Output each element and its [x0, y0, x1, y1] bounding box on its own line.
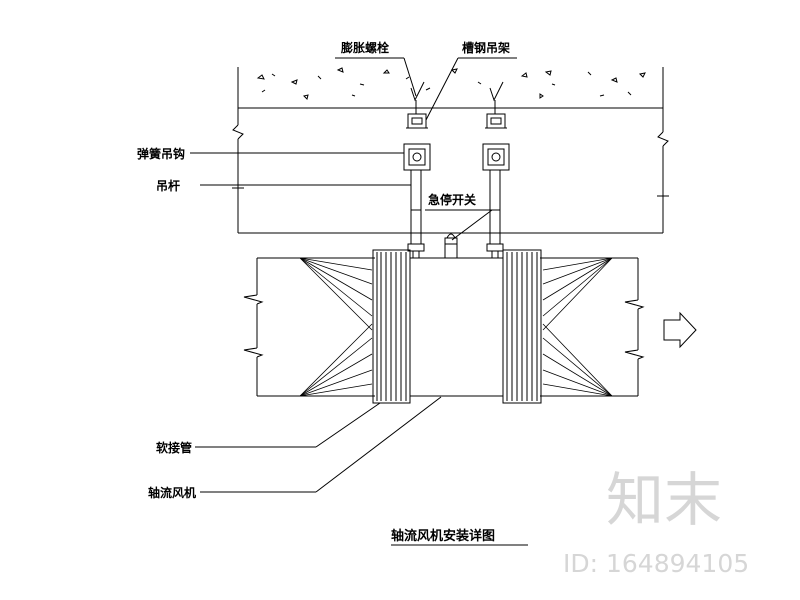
- air-duct: [243, 257, 645, 397]
- right-flexible-joint: [502, 249, 542, 404]
- watermark-id: ID: 164894105: [563, 549, 749, 578]
- label-hanger-rod: 吊杆: [156, 178, 180, 193]
- left-hanger-assembly: [403, 81, 431, 258]
- concrete-hatch: [256, 67, 646, 100]
- ceiling-slab: [232, 67, 669, 234]
- airflow-arrow-icon: [663, 311, 697, 349]
- transition-lines-left: [299, 257, 373, 397]
- label-flexible-joint: 软接管: [156, 440, 192, 455]
- label-spring-hook: 弹簧吊钩: [137, 146, 185, 161]
- left-flexible-joint: [372, 249, 411, 404]
- label-channel-hanger: 槽钢吊架: [462, 40, 510, 55]
- label-expansion-bolt: 膨胀螺栓: [340, 40, 389, 55]
- right-hanger-assembly: [482, 81, 510, 258]
- leader-lines: [190, 57, 517, 493]
- label-emergency-switch: 急停开关: [428, 192, 476, 207]
- transition-lines-right: [542, 257, 613, 397]
- watermark-brand: 知末: [606, 466, 722, 534]
- drawing-title: 轴流风机安装详图: [391, 528, 495, 544]
- axial-fan-body: [409, 257, 504, 397]
- label-axial-fan: 轴流风机: [148, 485, 196, 500]
